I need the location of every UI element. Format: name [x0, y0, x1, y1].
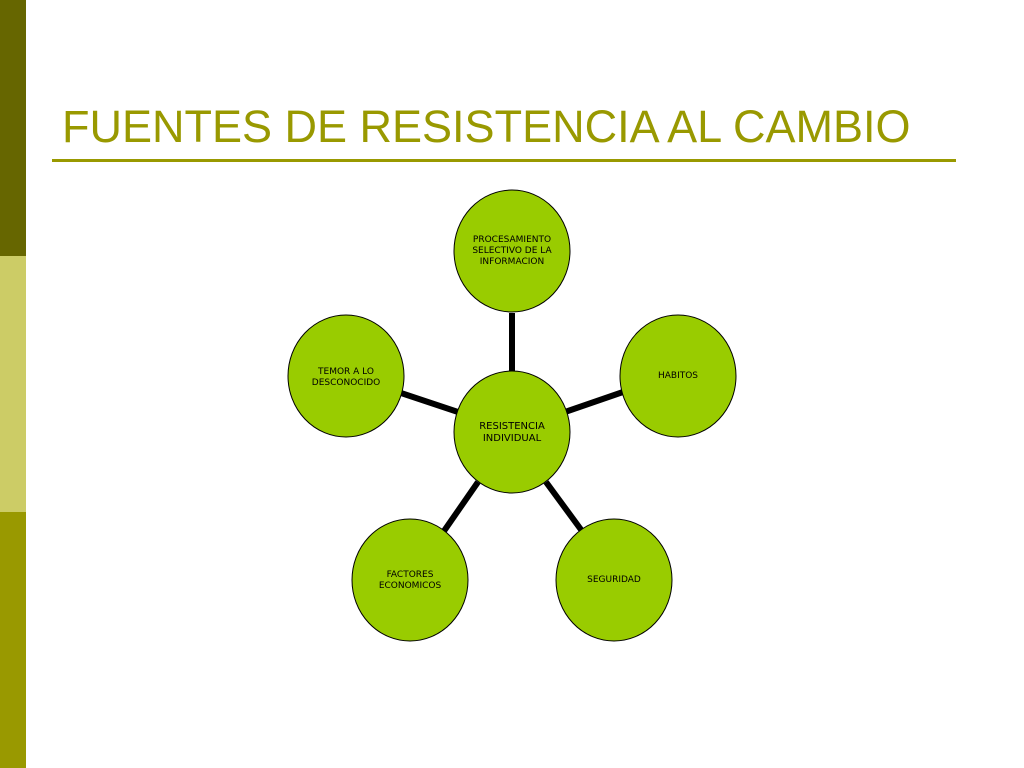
slide-title: FUENTES DE RESISTENCIA AL CAMBIO	[62, 101, 911, 152]
side-bar-top	[0, 0, 26, 256]
label-factores-economicos: FACTORES ECONOMICOS	[378, 570, 442, 591]
node-temor	[287, 314, 405, 438]
label-seguridad: SEGURIDAD	[587, 574, 641, 585]
node-factores-economicos	[351, 518, 469, 642]
label-procesamiento: PROCESAMIENTO SELECTIVO DE LA INFORMACIO…	[472, 234, 552, 267]
node-procesamiento	[453, 189, 571, 313]
connector-left	[400, 390, 459, 415]
node-habitos	[619, 314, 737, 438]
label-temor: TEMOR A LO DESCONOCIDO	[311, 367, 381, 388]
label-habitos: HABITOS	[657, 370, 699, 381]
node-resistencia-individual	[453, 370, 571, 494]
connector-bottom-left	[441, 480, 481, 533]
side-bar-bottom	[0, 512, 26, 768]
connector-bottom-right	[543, 480, 585, 533]
title-underline	[52, 159, 956, 162]
node-seguridad	[555, 518, 673, 642]
label-resistencia-individual: RESISTENCIA INDIVIDUAL	[479, 421, 545, 444]
connector-right	[564, 389, 624, 415]
side-bar-middle	[0, 256, 26, 512]
